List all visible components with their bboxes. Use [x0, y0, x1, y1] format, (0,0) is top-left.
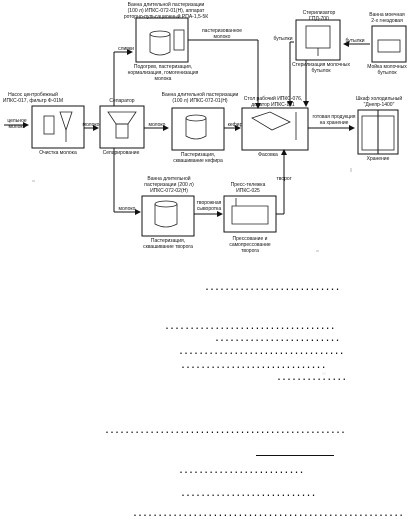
bath-icon: [377, 39, 401, 53]
label-pump-filter: Насос центробежный ИПКС-017, фильтр Ф-01…: [2, 92, 64, 104]
label-kefir: кефир: [227, 122, 243, 128]
scan-smudge: [322, 372, 326, 375]
label-vat-100: Ванна длительной пастеризации (100 л) ИП…: [123, 2, 209, 20]
fill-line-7: ........................................…: [104, 425, 346, 436]
box-bath: [371, 25, 407, 63]
label-bottles-right: бутылки: [345, 38, 365, 44]
box-purification: [31, 105, 85, 149]
box-vat-200: [141, 195, 195, 237]
fill-underline: [256, 455, 334, 456]
label-separator: Сепаратор: [109, 98, 135, 104]
label-fridge: Шкаф холодильный "Днепр-1400": [355, 96, 403, 108]
label-cottage-process: Пастеризация, сквашивание творога: [143, 238, 193, 250]
fill-line-9: ...........................: [180, 488, 317, 499]
fill-line-5: .............................: [180, 360, 327, 371]
vat-200-icon: [154, 200, 178, 208]
label-storage: Хранение: [366, 156, 390, 162]
separator-icon: [107, 111, 137, 125]
vat-kefir-icon: [185, 114, 207, 122]
label-press: Пресс-тележка ИПКС-025: [230, 182, 266, 194]
vat-icon: [149, 30, 171, 38]
fill-line-2: ..................................: [164, 321, 336, 332]
label-purification: Очистка молока: [39, 150, 77, 156]
label-milk-in: цельное молоко: [7, 118, 27, 130]
label-vat-200: Ванна длительной пастеризации (200 л) ИП…: [144, 176, 194, 194]
label-filling: Фасовка: [258, 152, 278, 158]
box-sterilizer: [295, 19, 341, 61]
label-bath: Ванна моечная 2-х гнездовая: [369, 12, 405, 24]
sterilizer-icon: [305, 25, 331, 49]
fill-line-4: .................................: [178, 346, 345, 357]
fill-line-3: .........................: [214, 333, 341, 344]
production-flow-diagram: [4, 17, 407, 252]
label-washing: Мойка молочных бутылок: [367, 64, 407, 76]
label-heating: Подогрев, пастеризация, нормализация, го…: [127, 64, 199, 82]
label-product-out: готовая продукция на хранение: [312, 114, 356, 126]
label-sterilization: Стерилизация молочных бутылок: [292, 62, 350, 74]
pump-icon: [43, 115, 55, 135]
label-pasteurized-milk: пастеризованное молоко: [201, 28, 243, 40]
label-skim-kefir: молоко: [148, 122, 166, 128]
label-skim-cottage: молоко: [118, 206, 136, 212]
label-cream: сливки: [118, 46, 134, 52]
fridge-icon: [361, 115, 395, 151]
fill-line-8: .........................: [178, 465, 305, 476]
filling-table-icon: [251, 111, 291, 131]
label-whey: творожная сыворотка: [196, 200, 222, 212]
press-icon: [231, 205, 269, 225]
label-filling-table: Стол рабочий ИПКС-076, дозатор ИПКС-101: [243, 96, 303, 108]
label-sterilizer: Стерилизатор ГПД-700: [302, 10, 336, 22]
label-curd: творог: [276, 176, 292, 182]
label-vat-kefir: Ванна длительной пастеризации (100 л) ИП…: [161, 92, 239, 104]
box-vat-100: [135, 17, 189, 63]
fill-line-10: ........................................…: [132, 508, 404, 519]
box-separator: [99, 105, 145, 149]
filter-icon: [59, 111, 73, 132]
label-bottles-left: бутылки: [273, 36, 293, 42]
box-filling: [241, 107, 309, 151]
label-to-separator: молоко: [82, 122, 100, 128]
fill-line-1: ...........................: [204, 282, 341, 293]
label-kefir-process: Пастеризация, сквашивание кефира: [173, 152, 223, 164]
fill-line-6: ..............: [276, 372, 347, 383]
box-vat-kefir: [171, 107, 225, 151]
label-pressing: Прессование и самопрессование творога: [229, 236, 271, 254]
label-separation: Сепарирование: [102, 150, 140, 156]
